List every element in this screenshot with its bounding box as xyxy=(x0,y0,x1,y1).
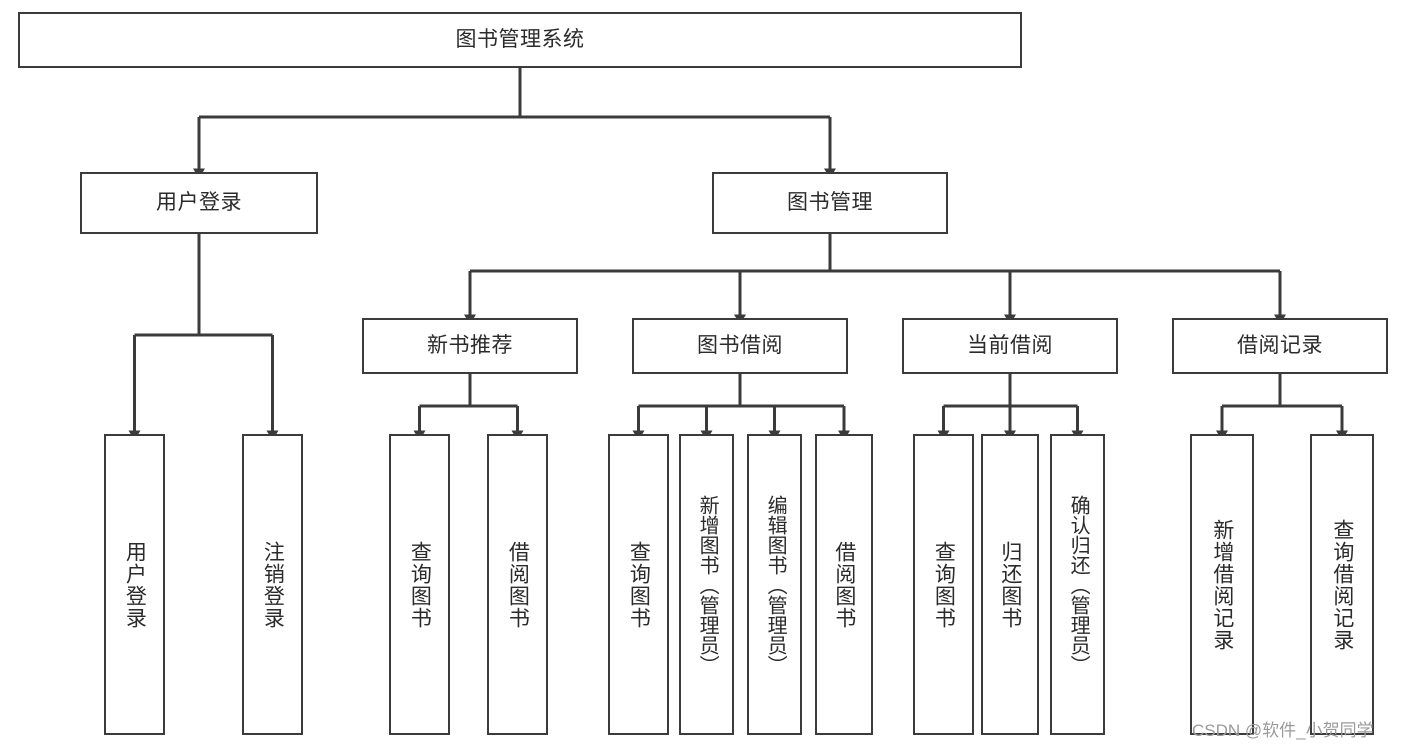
watermark: CSDN @软件_小贺同学 xyxy=(1192,721,1374,740)
node-book-management[interactable]: 图书管理 xyxy=(712,172,948,234)
node-label: 新增借阅记录 xyxy=(1210,518,1234,651)
leaf-add-borrow-record[interactable]: 新增借阅记录 xyxy=(1190,434,1254,735)
node-label: 编辑图书（管理员） xyxy=(764,494,787,675)
node-label: 新增图书（管理员） xyxy=(696,494,719,675)
node-label: 图书管理 xyxy=(787,191,873,215)
node-label: 借阅记录 xyxy=(1237,334,1323,358)
node-label: 归还图书 xyxy=(998,540,1022,629)
node-label: 用户登录 xyxy=(123,540,147,629)
leaf-edit-book-admin[interactable]: 编辑图书（管理员） xyxy=(747,434,802,735)
node-label: 确认归还（管理员） xyxy=(1067,494,1090,675)
leaf-borrow-book[interactable]: 借阅图书 xyxy=(815,434,873,735)
leaf-confirm-return-admin[interactable]: 确认归还（管理员） xyxy=(1050,434,1105,735)
node-label: 当前借阅 xyxy=(967,334,1053,358)
node-label: 借阅图书 xyxy=(506,540,530,629)
leaf-add-book-admin[interactable]: 新增图书（管理员） xyxy=(679,434,734,735)
leaf-return-book[interactable]: 归还图书 xyxy=(981,434,1039,735)
node-label: 图书管理系统 xyxy=(455,28,585,52)
node-borrow-record[interactable]: 借阅记录 xyxy=(1172,318,1388,374)
leaf-query-borrow-record[interactable]: 查询借阅记录 xyxy=(1310,434,1374,735)
node-label: 查询图书 xyxy=(408,540,432,629)
node-label: 注销登录 xyxy=(261,540,285,629)
node-book-borrow[interactable]: 图书借阅 xyxy=(632,318,848,374)
node-label: 查询借阅记录 xyxy=(1330,518,1354,651)
node-user-login[interactable]: 用户登录 xyxy=(80,172,318,234)
leaf-query-book-borrow[interactable]: 查询图书 xyxy=(608,434,669,735)
node-label: 借阅图书 xyxy=(832,540,856,629)
node-label: 查询图书 xyxy=(627,540,651,629)
leaf-user-login[interactable]: 用户登录 xyxy=(104,434,165,735)
node-label: 查询图书 xyxy=(932,540,956,629)
node-label: 新书推荐 xyxy=(427,334,513,358)
node-root[interactable]: 图书管理系统 xyxy=(18,12,1022,68)
node-label: 用户登录 xyxy=(156,191,242,215)
node-current-borrow[interactable]: 当前借阅 xyxy=(902,318,1118,374)
leaf-query-book-newbook[interactable]: 查询图书 xyxy=(389,434,450,735)
node-label: 图书借阅 xyxy=(697,334,783,358)
node-new-book-recommend[interactable]: 新书推荐 xyxy=(362,318,578,374)
leaf-user-logout[interactable]: 注销登录 xyxy=(242,434,303,735)
leaf-borrow-book-newbook[interactable]: 借阅图书 xyxy=(487,434,548,735)
leaf-query-book-current[interactable]: 查询图书 xyxy=(913,434,974,735)
